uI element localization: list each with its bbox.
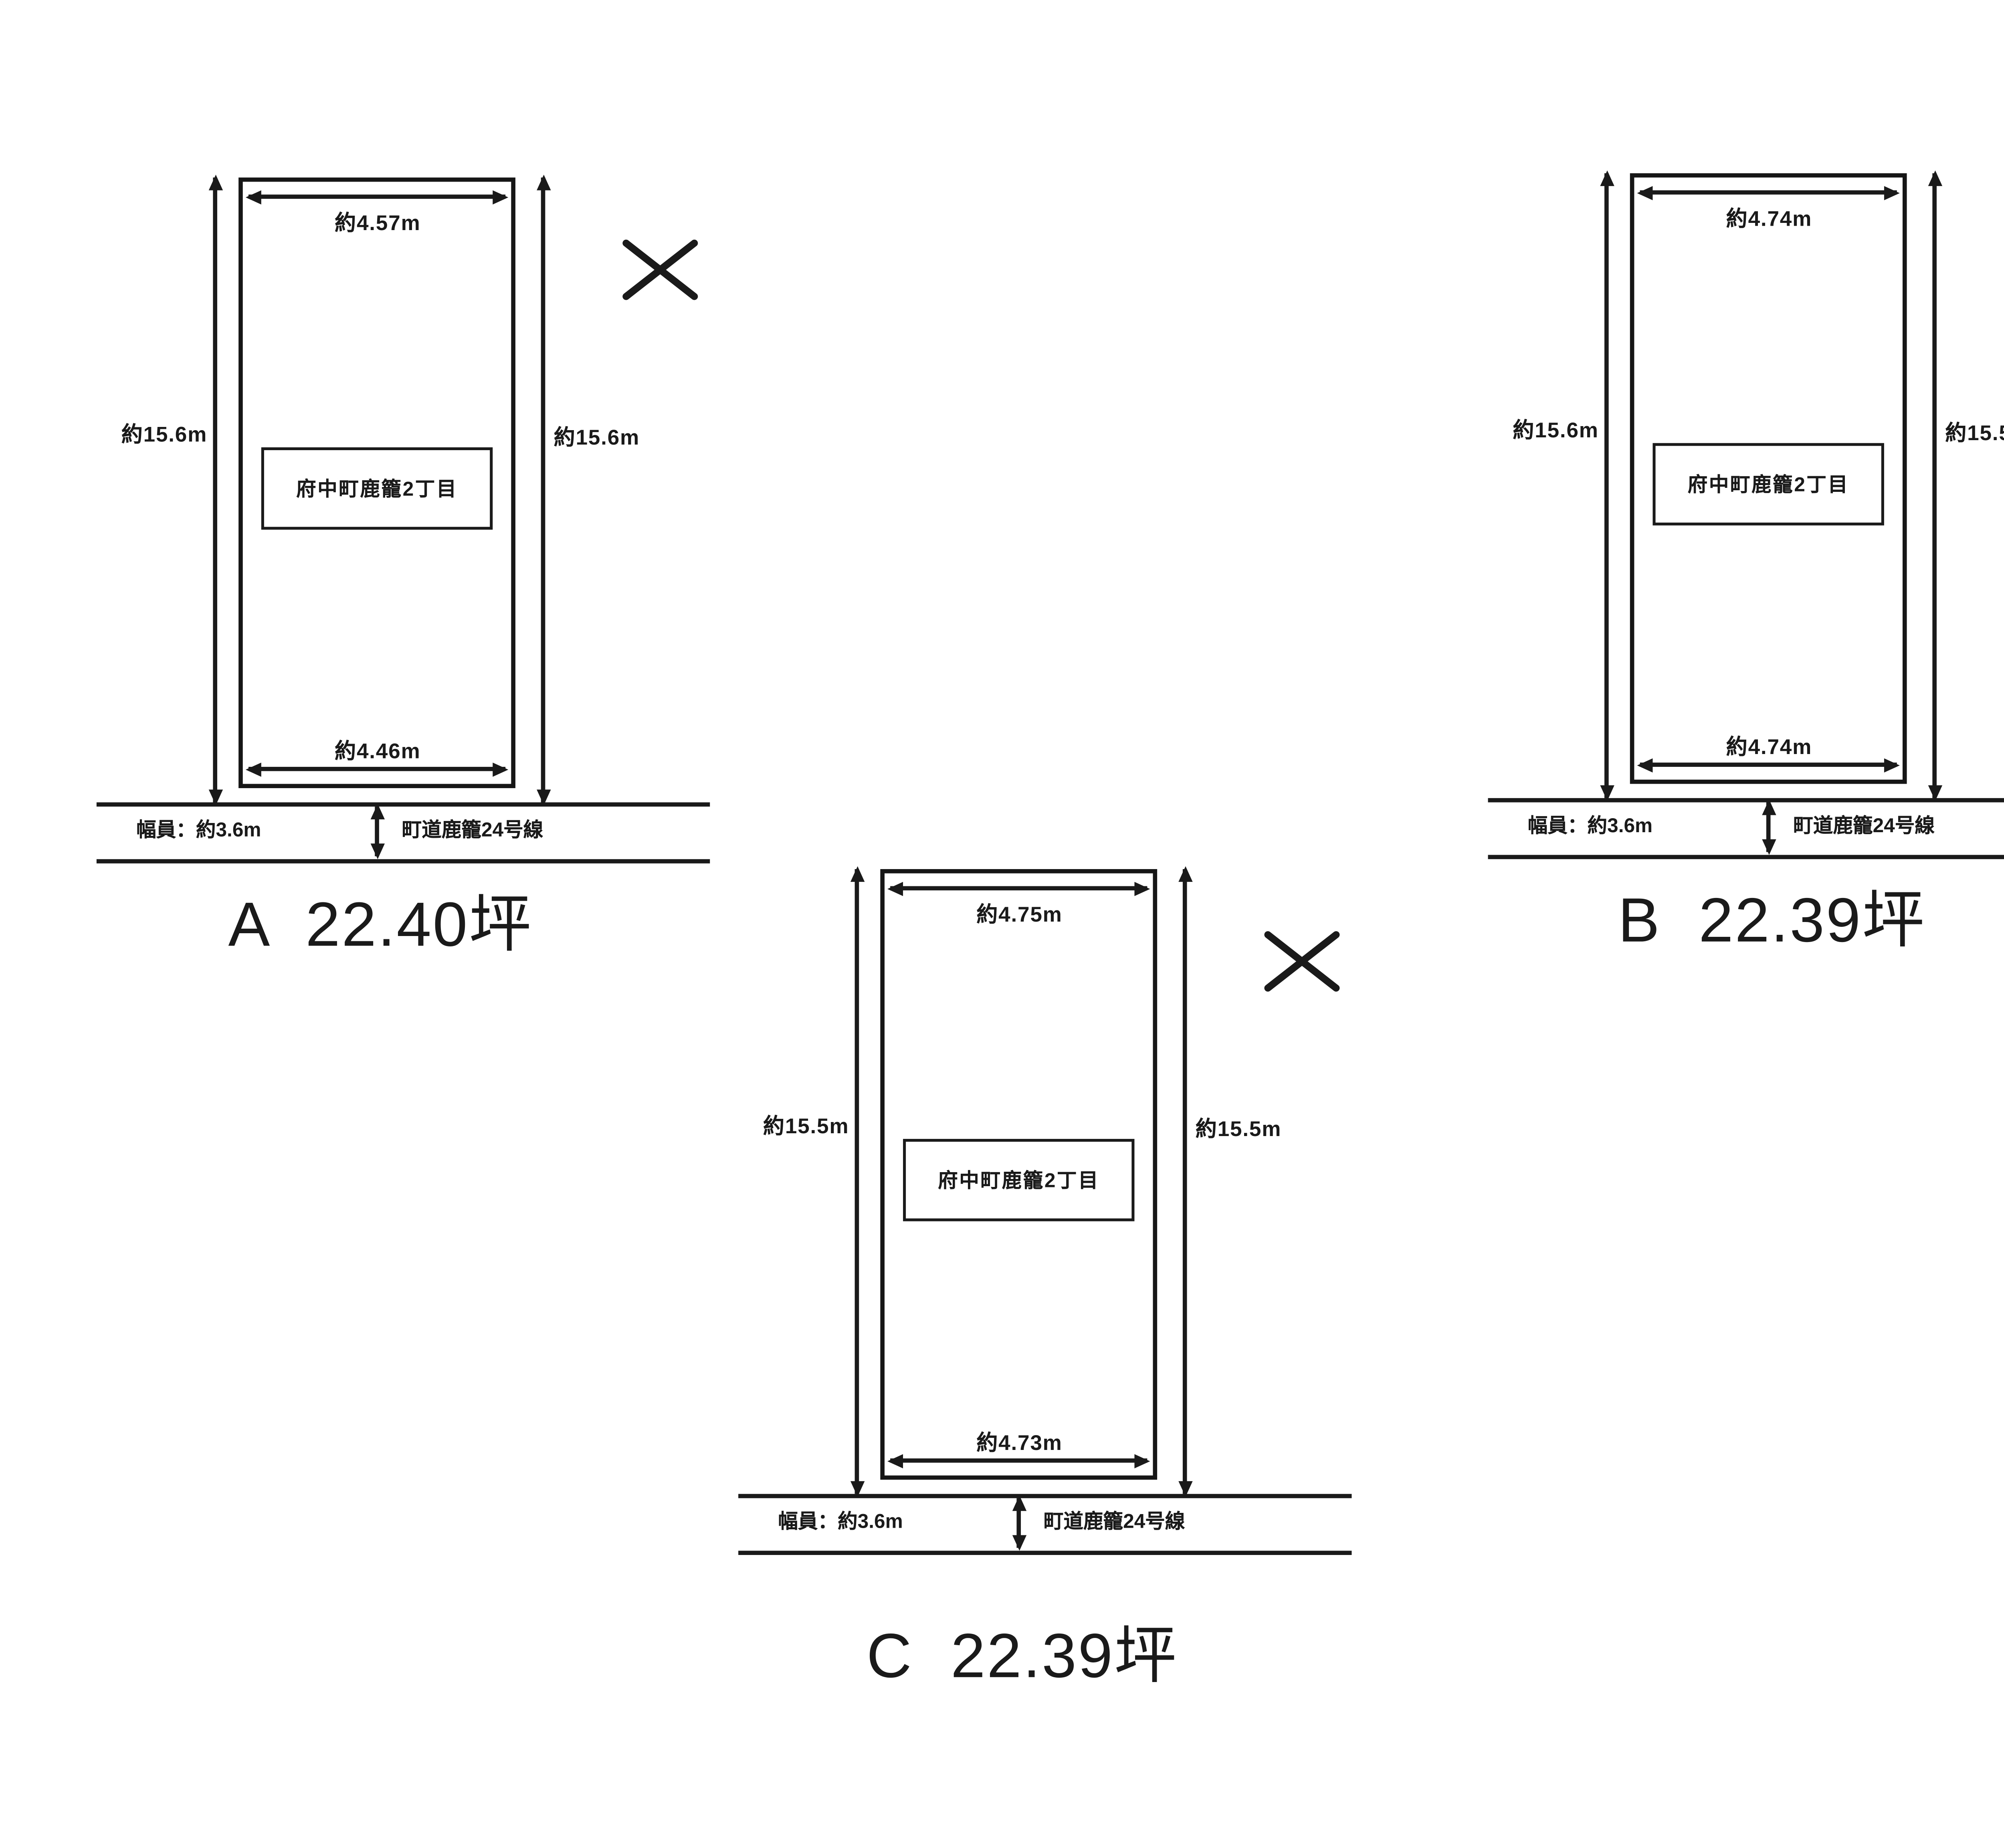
road-width-arrow	[375, 807, 379, 857]
parcel-outline	[238, 177, 515, 789]
left-height-label: 約15.6m	[1513, 419, 1599, 443]
road-width-label: 幅員：約3.6m	[1527, 813, 1653, 837]
road-edge-line-lower	[1488, 855, 2004, 859]
right-height-label: 約15.6m	[554, 426, 640, 450]
bottom-width-label: 約4.74m	[1726, 736, 1812, 760]
top-width-label: 約4.57m	[335, 211, 421, 236]
right-height-arrow	[1932, 173, 1937, 798]
boundary-x-mark	[1258, 917, 1346, 1005]
bottom-width-arrow	[248, 766, 506, 771]
road-edge-line-upper	[96, 802, 710, 807]
area-label: B 22.39坪	[1618, 886, 1926, 956]
road-name-label: 町道鹿籠24号線	[1793, 813, 1935, 837]
top-width-arrow	[1640, 190, 1897, 195]
bottom-width-label: 約4.73m	[976, 1431, 1063, 1456]
parcel-name-box: 府中町鹿籠2丁目	[903, 1139, 1135, 1221]
road-width-label: 幅員：約3.6m	[778, 1509, 903, 1533]
lot-diagram-c: 約4.75m 約15.5m 約15.5m 府中町鹿籠2丁目 約4.73m 幅員：…	[738, 855, 1420, 1707]
top-width-arrow	[248, 194, 506, 199]
parcel-name: 府中町鹿籠2丁目	[938, 1169, 1100, 1192]
area-label: C 22.39坪	[867, 1622, 1178, 1692]
bottom-width-arrow	[1640, 762, 1897, 767]
road-edge-line-upper	[738, 1494, 1352, 1498]
boundary-x-mark	[616, 226, 704, 314]
parcel-outline	[1630, 173, 1907, 784]
parcel-name: 府中町鹿籠2丁目	[296, 477, 458, 500]
road-width-arrow	[1766, 802, 1771, 852]
left-height-arrow	[1604, 173, 1609, 798]
bottom-width-arrow	[890, 1458, 1147, 1463]
lot-diagram-b: 約4.74m 約15.6m 約15.5m 府中町鹿籠2丁目 約4.74m 幅員：…	[1488, 159, 2004, 1011]
road-edge-line-upper	[1488, 798, 2004, 803]
right-height-label: 約15.5m	[1945, 422, 2004, 446]
left-height-arrow	[213, 177, 218, 803]
parcel-name-box: 府中町鹿籠2丁目	[1652, 443, 1884, 526]
road-name-label: 町道鹿籠24号線	[1043, 1509, 1185, 1533]
right-height-arrow	[541, 177, 545, 803]
road-width-label: 幅員：約3.6m	[136, 818, 261, 841]
road-edge-line-lower	[96, 859, 710, 863]
lot-diagram-a: 約4.57m 約15.6m 約15.6m 府中町鹿籠2丁目 約4.46m 幅員：…	[96, 163, 778, 1015]
parcel-outline	[880, 869, 1158, 1480]
top-width-arrow	[890, 886, 1147, 891]
parcel-name-box: 府中町鹿籠2丁目	[261, 447, 493, 530]
left-height-label: 約15.5m	[763, 1114, 849, 1139]
top-width-label: 約4.75m	[976, 903, 1063, 928]
right-height-label: 約15.5m	[1195, 1117, 1282, 1142]
road-name-label: 町道鹿籠24号線	[402, 818, 543, 841]
road-edge-line-lower	[738, 1551, 1352, 1555]
road-width-arrow	[1016, 1498, 1021, 1548]
bottom-width-label: 約4.46m	[335, 740, 421, 764]
left-height-arrow	[855, 869, 859, 1494]
parcel-name: 府中町鹿籠2丁目	[1687, 473, 1849, 496]
top-width-label: 約4.74m	[1726, 207, 1812, 232]
left-height-label: 約15.6m	[121, 423, 208, 447]
area-label: A 22.40坪	[228, 890, 533, 960]
right-height-arrow	[1182, 869, 1187, 1494]
